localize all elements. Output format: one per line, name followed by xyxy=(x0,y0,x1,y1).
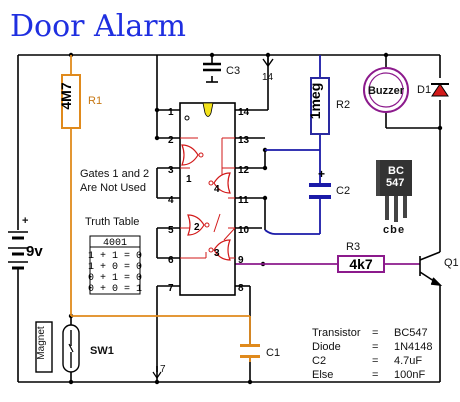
svg-text:9: 9 xyxy=(238,255,244,266)
c1-label: C1 xyxy=(266,347,280,359)
svg-text:=: = xyxy=(372,369,378,381)
svg-text:+: + xyxy=(22,215,28,227)
svg-text:1meg: 1meg xyxy=(307,83,323,120)
truth-table: 4001 1 + 1 = 0 1 + 0 = 0 0 + 1 = 0 0 + 0… xyxy=(88,235,142,295)
svg-text:=: = xyxy=(372,327,378,339)
svg-text:4.7uF: 4.7uF xyxy=(394,355,422,367)
truth-table-title: Truth Table xyxy=(85,216,139,228)
page-title: Door Alarm xyxy=(10,9,186,44)
svg-text:=: = xyxy=(372,355,378,367)
r3-label: R3 xyxy=(346,241,360,253)
svg-text:7: 7 xyxy=(160,364,166,375)
svg-text:5: 5 xyxy=(168,225,174,236)
gate-4: 4 xyxy=(208,172,231,195)
gate-2: 2 xyxy=(187,214,210,236)
svg-text:0 + 1 = 0: 0 + 1 = 0 xyxy=(88,273,142,284)
svg-text:14: 14 xyxy=(262,72,274,83)
svg-text:BC: BC xyxy=(388,165,404,177)
unused-note-line1: Gates 1 and 2 xyxy=(80,168,149,180)
svg-text:1 + 0 = 0: 1 + 0 = 0 xyxy=(88,262,142,273)
svg-text:12: 12 xyxy=(238,165,250,176)
gate-3: 3 xyxy=(208,239,231,261)
svg-text:9v: 9v xyxy=(26,243,43,260)
bc547-package: BC 547 c b e xyxy=(376,160,412,236)
svg-text:+: + xyxy=(318,167,325,181)
svg-text:=: = xyxy=(372,341,378,353)
svg-text:c b e: c b e xyxy=(383,224,404,236)
reed-switch-sw1 xyxy=(62,324,80,373)
svg-text:Diode: Diode xyxy=(312,341,341,353)
resistor-r1: 4M7 xyxy=(58,74,81,129)
diode-d1 xyxy=(431,83,449,97)
svg-text:10: 10 xyxy=(238,225,250,236)
q1-label: Q1 xyxy=(444,257,459,269)
capacitor-c2: + xyxy=(309,167,331,199)
svg-text:4k7: 4k7 xyxy=(349,256,373,272)
svg-text:11: 11 xyxy=(238,195,249,206)
svg-text:547: 547 xyxy=(386,177,404,189)
resistor-r2: 1meg xyxy=(307,77,330,135)
svg-text:6: 6 xyxy=(168,255,174,266)
magnet: Magnet xyxy=(35,321,53,373)
svg-text:Transistor: Transistor xyxy=(312,327,361,339)
svg-text:BC547: BC547 xyxy=(394,327,428,339)
wires-blue xyxy=(264,55,321,235)
resistor-r3: 4k7 xyxy=(337,255,385,273)
svg-text:3: 3 xyxy=(168,165,174,176)
svg-text:1 + 1 = 0: 1 + 1 = 0 xyxy=(88,251,142,262)
svg-text:2: 2 xyxy=(194,222,200,233)
ic-pin-labels: 1 2 3 4 5 6 7 14 13 12 11 10 9 8 xyxy=(168,107,250,294)
sw1-label: SW1 xyxy=(90,345,114,357)
svg-text:4: 4 xyxy=(214,184,220,195)
svg-text:8: 8 xyxy=(238,283,244,294)
svg-text:0 + 0 = 1: 0 + 0 = 1 xyxy=(88,284,142,295)
svg-text:C2: C2 xyxy=(312,355,326,367)
buzzer: Buzzer xyxy=(363,67,409,113)
ic-4001 xyxy=(179,102,236,296)
ic-notch xyxy=(202,102,214,117)
svg-text:2: 2 xyxy=(168,135,174,146)
capacitor-c1 xyxy=(240,344,260,358)
svg-text:4: 4 xyxy=(168,195,174,206)
d1-label: D1 xyxy=(417,84,431,96)
svg-text:14: 14 xyxy=(238,107,250,118)
c3-label: C3 xyxy=(226,65,240,77)
pin14-ref: 14 xyxy=(262,55,274,83)
r2-label: R2 xyxy=(336,99,350,111)
transistor-q1 xyxy=(419,251,443,287)
capacitor-c3 xyxy=(203,62,221,83)
c2-label: C2 xyxy=(336,185,350,197)
svg-text:Else: Else xyxy=(312,369,333,381)
spec-list: Transistor = BC547 Diode = 1N4148 C2 = 4… xyxy=(312,327,433,381)
wires-orange xyxy=(70,55,251,362)
svg-text:3: 3 xyxy=(214,248,220,259)
svg-text:1N4148: 1N4148 xyxy=(394,341,433,353)
ic-pin1-marker xyxy=(184,115,190,121)
svg-text:4M7: 4M7 xyxy=(58,82,74,109)
svg-text:Buzzer: Buzzer xyxy=(368,85,405,97)
svg-text:1: 1 xyxy=(168,107,174,118)
unused-note-line2: Are Not Used xyxy=(80,182,146,194)
svg-text:13: 13 xyxy=(238,135,250,146)
pin7-ref: 7 xyxy=(152,364,166,380)
battery: + 9v xyxy=(8,215,43,270)
svg-text:1: 1 xyxy=(186,174,192,185)
gate-1: 1 xyxy=(181,144,204,185)
wires-black xyxy=(17,54,441,383)
svg-text:4001: 4001 xyxy=(103,238,127,249)
r1-label: R1 xyxy=(88,95,102,107)
svg-text:7: 7 xyxy=(168,283,174,294)
svg-text:100nF: 100nF xyxy=(394,369,425,381)
svg-text:Magnet: Magnet xyxy=(36,326,47,360)
